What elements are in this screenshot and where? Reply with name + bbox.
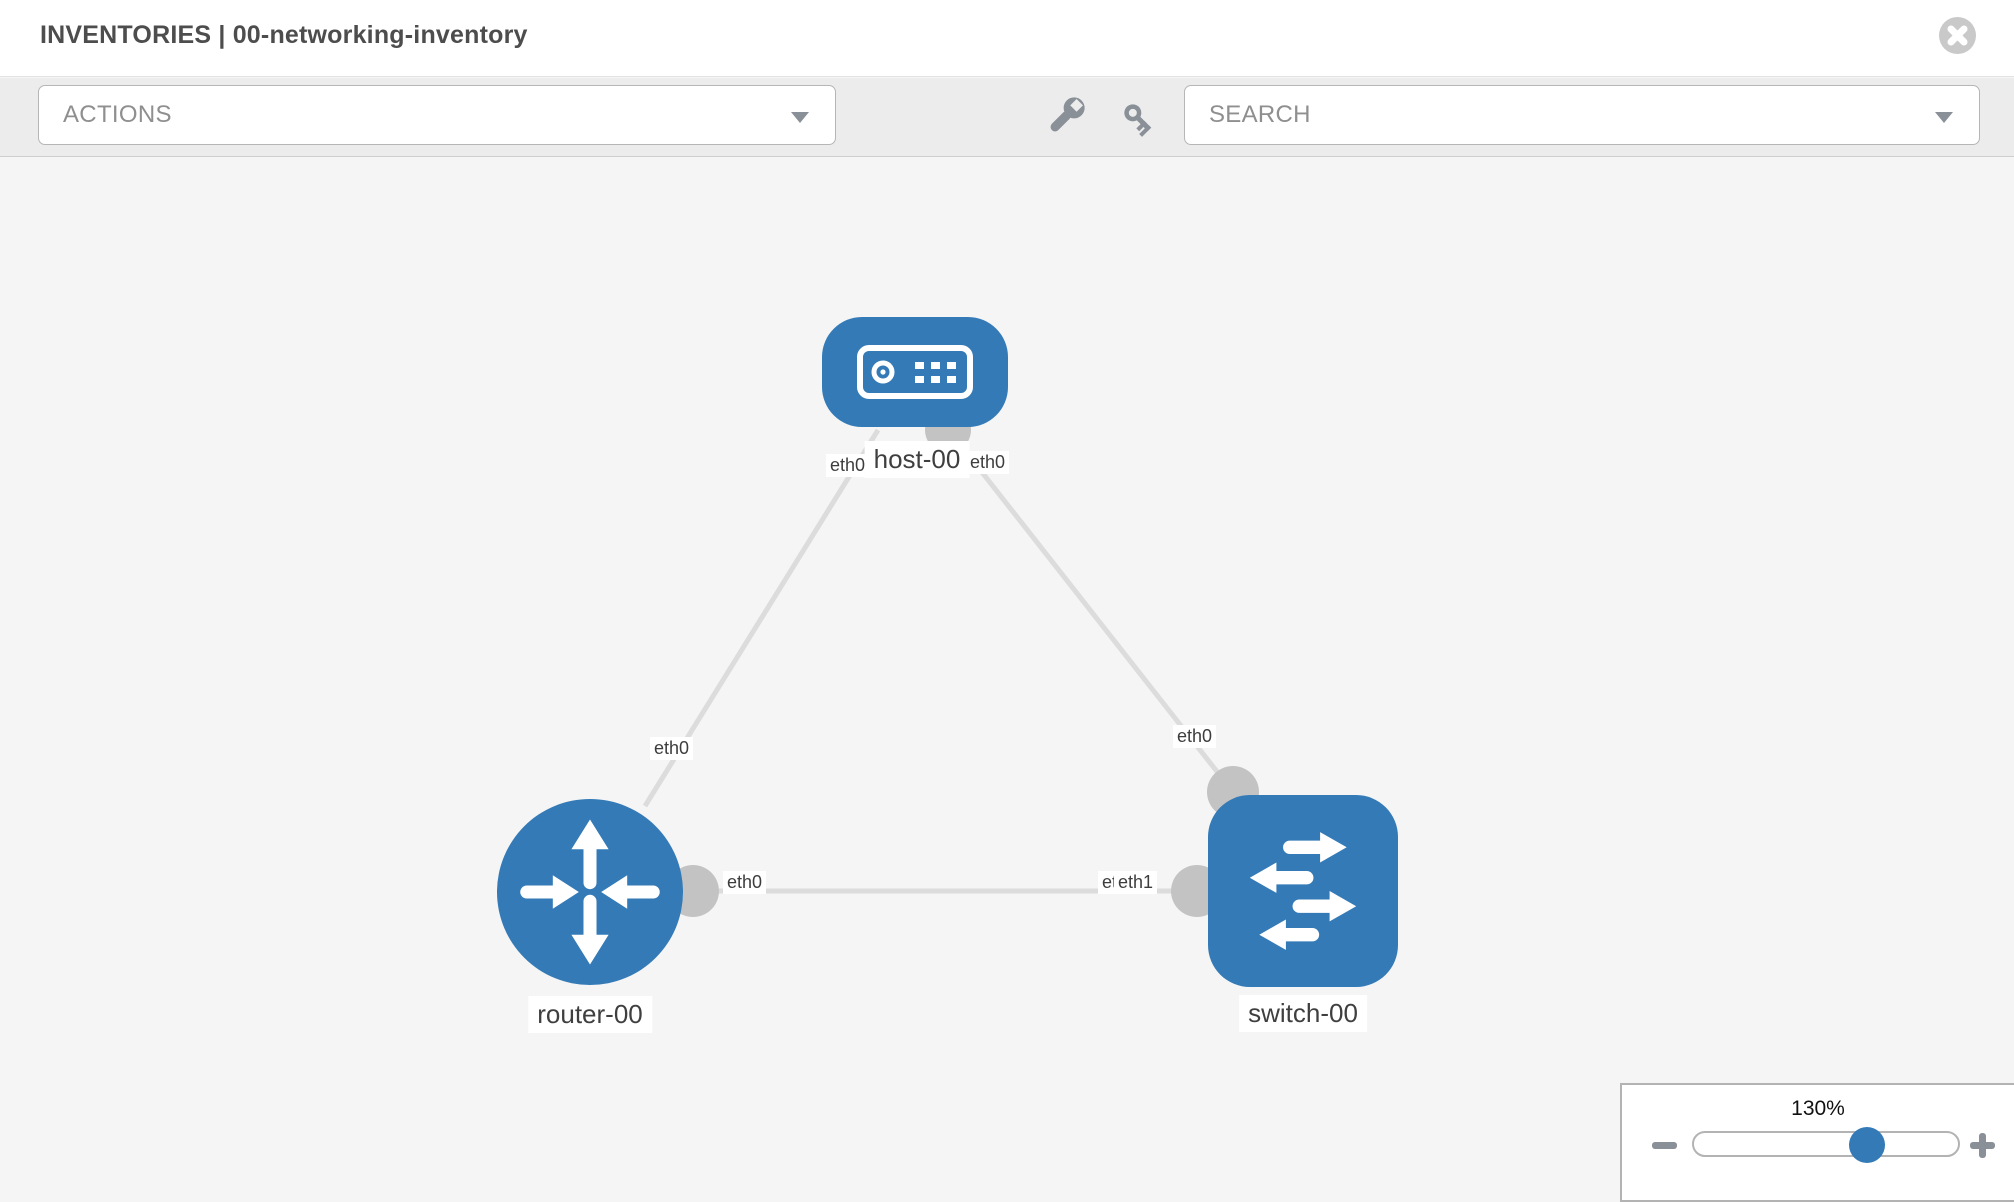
zoom-slider-handle[interactable] xyxy=(1849,1127,1885,1163)
zoom-panel: 130% xyxy=(1620,1083,2014,1202)
zoom-level-label: 130% xyxy=(1791,1097,1845,1120)
actions-dropdown[interactable]: ACTIONS xyxy=(38,85,836,145)
node-host-00[interactable] xyxy=(822,317,1008,427)
node-switch-00[interactable] xyxy=(1208,795,1398,987)
zoom-in-button[interactable] xyxy=(1962,1125,2002,1165)
header-bar: INVENTORIES | 00-networking-inventory xyxy=(0,0,2014,77)
x-circle-icon xyxy=(1939,17,1976,54)
toolbar: ACTIONS SEARCH xyxy=(0,78,2014,157)
wrench-icon xyxy=(1050,97,1085,132)
plus-icon xyxy=(1979,1133,1986,1158)
node-router-00[interactable] xyxy=(497,799,683,985)
interface-label: eth0 xyxy=(650,737,694,760)
router-icon xyxy=(520,819,660,965)
interface-label: eth1 xyxy=(1114,871,1158,894)
key-icon xyxy=(1124,104,1152,137)
search-dropdown-label: SEARCH xyxy=(1209,101,1311,128)
node-label-router-00: router-00 xyxy=(528,996,652,1033)
zoom-out-button[interactable] xyxy=(1644,1125,1684,1165)
node-label-host-00: host-00 xyxy=(864,441,970,478)
credentials-button[interactable] xyxy=(1113,93,1159,139)
zoom-slider-track[interactable] xyxy=(1692,1127,1960,1163)
chevron-down-icon xyxy=(1935,112,1953,123)
actions-dropdown-label: ACTIONS xyxy=(63,101,172,128)
interface-label: eth0 xyxy=(966,451,1010,474)
host-icon xyxy=(857,345,973,399)
minus-icon xyxy=(1652,1142,1677,1149)
search-dropdown[interactable]: SEARCH xyxy=(1184,85,1980,145)
interface-label: eth0 xyxy=(1173,725,1217,748)
close-button[interactable] xyxy=(1939,17,1976,54)
node-label-switch-00: switch-00 xyxy=(1239,995,1367,1032)
interface-label: eth0 xyxy=(723,871,767,894)
switch-icon xyxy=(1249,832,1357,950)
page-title: INVENTORIES | 00-networking-inventory xyxy=(40,21,528,49)
interface-label: eth0 xyxy=(826,454,870,477)
chevron-down-icon xyxy=(791,112,809,123)
configure-button[interactable] xyxy=(1043,93,1089,139)
